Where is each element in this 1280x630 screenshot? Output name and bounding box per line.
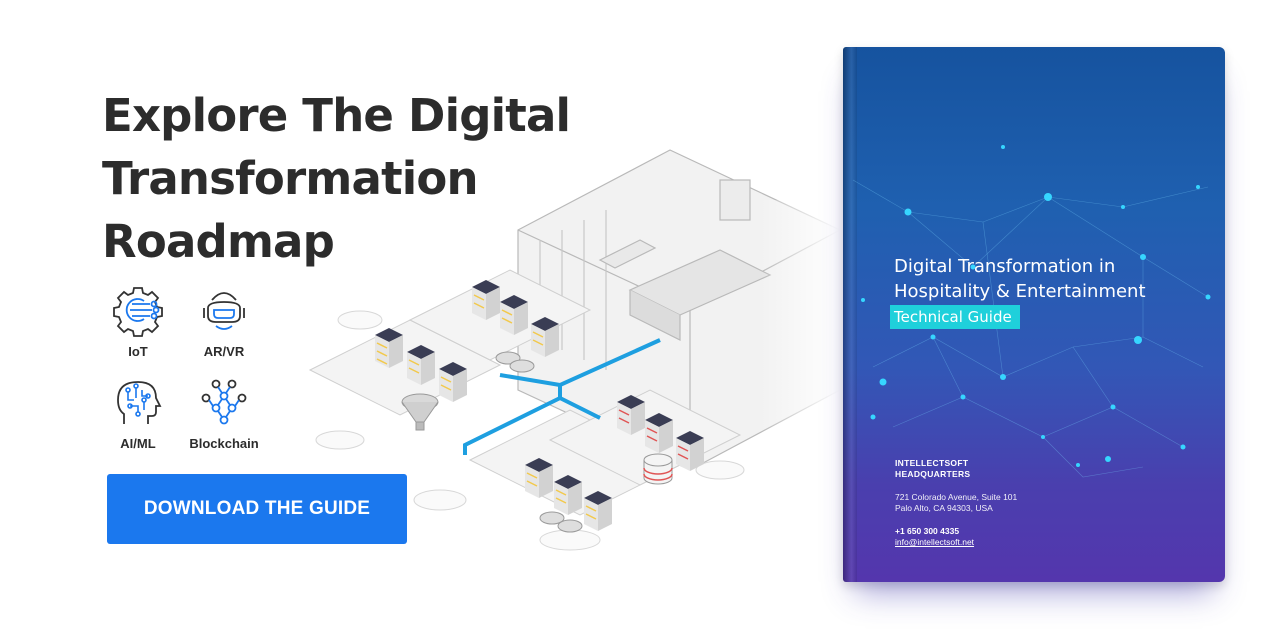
server-stacks bbox=[375, 280, 704, 531]
address-line-1: 721 Colorado Avenue, Suite 101 bbox=[895, 492, 1018, 502]
company-line-2: HEADQUARTERS bbox=[895, 469, 971, 479]
book-title: Digital Transformation in Hospitality & … bbox=[894, 254, 1146, 304]
book-subtitle: Technical Guide bbox=[890, 305, 1020, 329]
feature-label: IoT bbox=[128, 344, 148, 359]
network-dots-decoration bbox=[852, 145, 1211, 478]
headline-line-1: Explore The Digital bbox=[102, 89, 571, 142]
feature-iot: IoT bbox=[100, 282, 176, 359]
gear-icons bbox=[495, 351, 583, 533]
address-line-2: Palo Alto, CA 94303, USA bbox=[895, 503, 993, 513]
blockchain-icon bbox=[201, 379, 247, 425]
feature-grid: IoT AR/VR AI/ML bbox=[100, 282, 280, 462]
isometric-illustration bbox=[308, 149, 840, 551]
feature-label: Blockchain bbox=[189, 436, 259, 451]
feature-blockchain: Blockchain bbox=[186, 374, 262, 451]
headline-line-3: Roadmap bbox=[102, 215, 335, 268]
company-name: INTELLECTSOFT HEADQUARTERS bbox=[895, 458, 1017, 480]
iot-icon bbox=[113, 287, 163, 337]
book-title-line-2: Hospitality & Entertainment bbox=[894, 281, 1146, 302]
company-address: 721 Colorado Avenue, Suite 101 Palo Alto… bbox=[895, 492, 1017, 514]
company-line-1: INTELLECTSOFT bbox=[895, 458, 969, 468]
cloud-outlines bbox=[315, 310, 745, 551]
book-spine bbox=[843, 47, 857, 582]
page-headline: Explore The Digital Transformation Roadm… bbox=[102, 84, 571, 273]
book-title-line-1: Digital Transformation in bbox=[894, 256, 1116, 277]
headline-line-2: Transformation bbox=[102, 152, 479, 205]
company-phone: +1 650 300 4335 bbox=[895, 526, 1017, 537]
vr-headset-icon bbox=[203, 292, 245, 330]
book-contact-info: INTELLECTSOFT HEADQUARTERS 721 Colorado … bbox=[895, 458, 1017, 548]
email-text: info@intellectsoft.net bbox=[895, 537, 975, 547]
database-icon bbox=[643, 453, 673, 485]
feature-aiml: AI/ML bbox=[100, 374, 176, 451]
feature-arvr: AR/VR bbox=[186, 282, 262, 359]
ai-head-icon bbox=[117, 381, 162, 424]
company-email: info@intellectsoft.net bbox=[895, 537, 1017, 548]
network-pipes bbox=[463, 338, 661, 455]
feature-label: AI/ML bbox=[120, 436, 156, 451]
funnel-icon bbox=[401, 393, 439, 431]
download-guide-button[interactable]: DOWNLOAD THE GUIDE bbox=[107, 474, 407, 544]
hotel-room-illustration bbox=[517, 149, 840, 471]
phone-text: +1 650 300 4335 bbox=[895, 526, 960, 536]
feature-label: AR/VR bbox=[203, 344, 245, 359]
